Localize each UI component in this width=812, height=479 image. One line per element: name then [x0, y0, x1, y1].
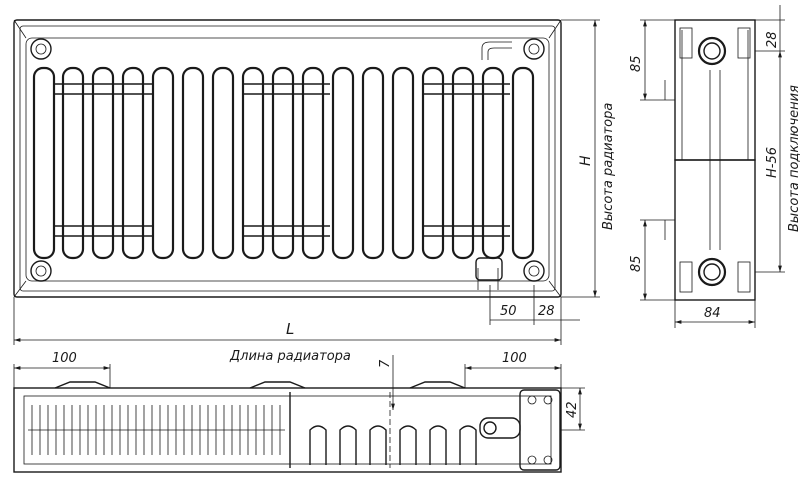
- length-symbol: L: [286, 320, 294, 338]
- side-pipe-icon-bottom: [697, 257, 727, 287]
- side-connection-label: Высота подключения: [787, 85, 802, 232]
- height-symbol: H: [578, 155, 594, 166]
- front-panel: [25, 37, 550, 282]
- bottom-dim-gap: 7: [378, 359, 393, 368]
- bottom-dim-left-bracket: 100: [52, 351, 77, 366]
- front-inner-frame: [19, 25, 556, 292]
- length-label: Длина радиатора: [229, 349, 351, 364]
- plug-icon-top-right: [523, 38, 545, 60]
- side-pipe-icon-top: [697, 36, 727, 66]
- side-dim-width: 84: [704, 306, 721, 321]
- side-lower-body: [674, 159, 756, 301]
- bottom-dim-right-bracket: 100: [502, 351, 527, 366]
- dim-offset-side: 50: [500, 304, 517, 319]
- plug-icon-bottom-right: [523, 260, 545, 282]
- front-top-corner-left: [13, 19, 562, 298]
- bottom-end-cap: [519, 389, 561, 471]
- bottom-fins-right: [309, 425, 477, 465]
- bottom-valve-icon: [483, 421, 497, 435]
- front-fins: [32, 66, 535, 260]
- side-upper-body: [674, 19, 756, 161]
- bottom-bracket-left: [54, 381, 111, 389]
- front-valve-connector: [475, 257, 503, 281]
- bottom-bracket-right: [409, 381, 466, 389]
- dim-offset-corner: 28: [538, 304, 555, 319]
- front-headers: [54, 83, 510, 237]
- bottom-view: 100 100 7 42: [13, 351, 585, 473]
- bottom-bracket-center: [249, 381, 306, 389]
- side-dim-top-connection: 85: [629, 55, 644, 72]
- bottom-valve-body: [479, 417, 521, 439]
- bottom-inner-body: [23, 395, 552, 465]
- side-view: 28 85 85 H-56 Высота подключения 84: [629, 5, 802, 328]
- height-label: Высота радиатора: [601, 103, 616, 230]
- bottom-fins-left: [28, 405, 285, 455]
- bottom-dim-depth: 42: [565, 401, 580, 418]
- front-view: L Длина радиатора H Высота радиатора 50 …: [13, 19, 616, 364]
- plug-icon-bottom-left: [30, 260, 52, 282]
- side-dim-top-offset: 28: [765, 31, 780, 48]
- plug-icon-top-left: [30, 38, 52, 60]
- side-dim-bottom-connection: 85: [629, 255, 644, 272]
- side-connection-formula: H-56: [765, 147, 780, 178]
- front-valve-pipe: [477, 41, 512, 290]
